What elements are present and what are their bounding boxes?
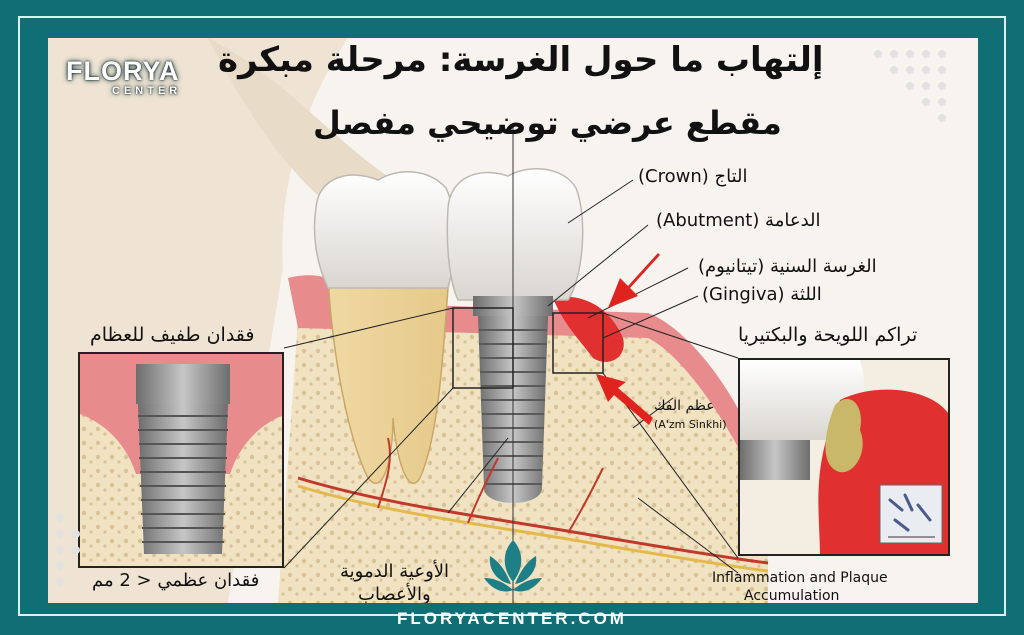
logo-subbrand: CENTER: [112, 85, 182, 97]
implant-crown: [446, 167, 584, 301]
label-jaw-bone: عظم الفك: [654, 398, 715, 414]
zoom-box-right: [552, 312, 604, 374]
dot-grid-top-right: [874, 50, 946, 122]
inset-plaque: [738, 358, 950, 556]
label-crown: التاج (Crown): [638, 166, 748, 187]
label-inflammation-2: Accumulation: [744, 588, 840, 603]
label-implant: الغرسة السنية (تيتانيوم): [698, 256, 877, 277]
label-vessels-1: الأوعية الدموية: [340, 561, 450, 582]
label-inflammation-1: Inflammation and Plaque: [712, 570, 888, 586]
natural-tooth-root: [327, 277, 449, 485]
inset-bone-loss-illustration: [80, 354, 282, 566]
logo-brand: FLORYA: [66, 56, 180, 86]
page-subtitle: مقطع عرضي توضيحي مفصل: [313, 104, 782, 142]
page-title: إلتهاب ما حول الغرسة: مرحلة مبكرة: [218, 40, 824, 80]
label-minor-bone-loss: فقدان طفيف للعظام: [90, 324, 255, 346]
label-plaque: تراكم اللويحة والبكتيريا: [738, 324, 918, 346]
warning-arrows: [596, 253, 660, 425]
dot-grid-bottom-left: [56, 514, 80, 586]
blood-vessels: [297, 437, 769, 573]
label-jaw-bone-translit: (A'zm Sinkhi): [654, 418, 727, 431]
cheek-bone: [208, 38, 408, 218]
label-bone-loss-measure: فقدان عظمي < 2 مم: [92, 570, 260, 591]
label-vessels-2: والأعصاب: [358, 584, 431, 603]
zoom-box-left: [452, 307, 514, 389]
inset-plaque-illustration: [740, 360, 948, 554]
florya-logo: FLORYA CENTER: [66, 56, 182, 98]
label-gingiva: اللثة (Gingiva): [702, 284, 822, 305]
inset-bone-loss: [78, 352, 284, 568]
footer-url[interactable]: FLORYACENTER.COM: [397, 609, 627, 628]
gum-tissue: [288, 275, 778, 508]
natural-tooth-crown: [313, 171, 456, 289]
label-abutment: الدعامة (Abutment): [656, 210, 821, 231]
frame-border: [18, 16, 1006, 616]
illustration-panel: إلتهاب ما حول الغرسة: مرحلة مبكرة مقطع ع…: [48, 38, 978, 603]
lotus-logo: [484, 540, 542, 592]
